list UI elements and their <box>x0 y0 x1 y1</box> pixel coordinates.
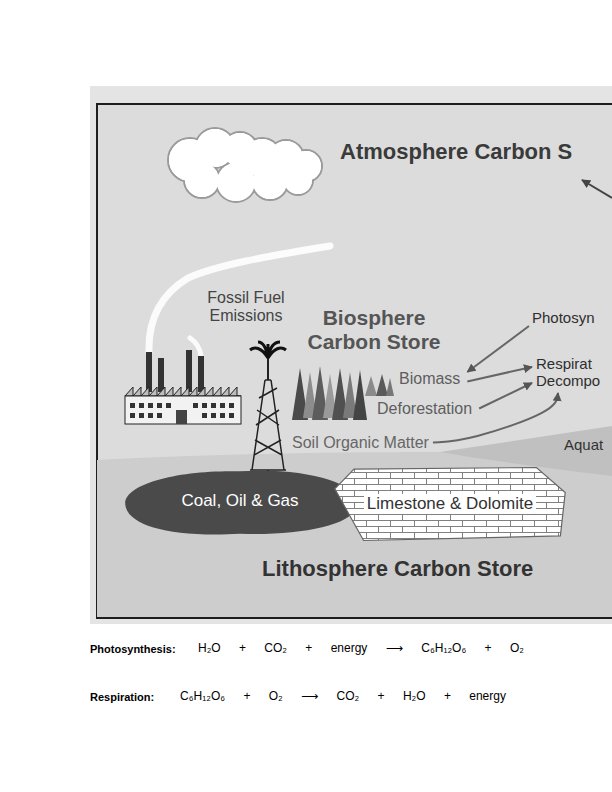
process-label: Photosyn <box>532 309 595 327</box>
ground <box>97 426 612 617</box>
clouds <box>169 129 321 201</box>
flow-arrow <box>467 326 529 372</box>
oil-derrick <box>250 380 286 470</box>
node-text: Biomass <box>396 369 463 388</box>
pool-label: Biomass <box>396 369 463 388</box>
factory <box>125 396 241 424</box>
clouds <box>168 128 322 202</box>
process-label: Respirat Decompo <box>536 355 606 389</box>
limestone-shape <box>335 468 565 541</box>
equation-name: Photosynthesis: <box>90 643 176 656</box>
node-text: Atmosphere Carbon S <box>340 139 572 165</box>
store-title: Atmosphere Carbon S <box>340 139 572 165</box>
clouds <box>217 163 255 201</box>
limestone-deposit: Limestone & Dolomite <box>330 466 570 542</box>
oil-derrick <box>267 358 269 380</box>
factory <box>125 350 241 424</box>
store-region: Lithosphere Carbon Store Coal, Oil & Gas L… <box>96 455 612 617</box>
oil-derrick <box>250 342 286 358</box>
ground <box>97 452 612 617</box>
factory <box>158 358 164 392</box>
smoke <box>149 246 330 356</box>
coal-deposit: Coal, Oil & Gas <box>118 462 362 540</box>
store-title: Biosphere Carbon Store <box>288 306 460 354</box>
emission-label: Fossil Fuel Emissions <box>196 289 296 325</box>
clouds <box>185 163 219 197</box>
node-text: Lithosphere Carbon Store <box>262 556 533 582</box>
equation: H₂O + CO₂ + energy ⟶ C₆H₁₂O₆ + O₂ <box>198 641 524 655</box>
factory <box>146 352 152 392</box>
clouds <box>284 166 312 194</box>
trees <box>365 376 377 396</box>
node-text: Respirat Decompo <box>536 355 606 389</box>
equation-holder: C₆H₁₂O₆ + O₂ ⟶ CO₂ + H₂O + energy <box>180 686 506 704</box>
equation-name-holder: Photosynthesis: <box>90 639 176 657</box>
panel <box>97 104 612 618</box>
node-text: Aquat <box>564 436 603 454</box>
node-text: Photosyn <box>532 309 595 327</box>
node-text: Deforestation <box>374 399 475 418</box>
pool-label: Deforestation <box>374 399 475 418</box>
pool-label: Aquat <box>564 436 603 454</box>
equation: C₆H₁₂O₆ + O₂ ⟶ CO₂ + H₂O + energy <box>180 689 506 703</box>
panel <box>90 86 612 624</box>
flow-arrow <box>582 180 612 198</box>
flow-arrow <box>582 180 612 198</box>
node-text: Biosphere Carbon Store <box>288 306 460 354</box>
factory <box>125 387 241 396</box>
equation-name: Respiration: <box>90 691 154 704</box>
equation-holder: H₂O + CO₂ + energy ⟶ C₆H₁₂O₆ + O₂ <box>198 638 524 656</box>
trees <box>386 378 394 396</box>
pool-label: Soil Organic Matter <box>292 433 429 452</box>
node-text: Coal, Oil & Gas <box>181 491 298 511</box>
flow-arrow <box>479 383 532 409</box>
equation-name-holder: Respiration: <box>90 687 154 705</box>
factory <box>186 350 192 392</box>
factory <box>176 410 187 424</box>
flow-arrow <box>467 367 532 382</box>
node-text: Limestone & Dolomite <box>364 494 536 514</box>
emission-label-holder: Fossil Fuel Emissions <box>196 289 296 325</box>
oil-derrick <box>250 342 286 482</box>
trees <box>376 374 388 396</box>
factory <box>198 356 204 392</box>
clouds <box>253 165 287 199</box>
smoke <box>149 246 330 352</box>
node-text: Soil Organic Matter <box>292 433 429 452</box>
coal-shape <box>125 471 357 535</box>
trees <box>353 370 367 420</box>
clouds <box>168 128 322 202</box>
